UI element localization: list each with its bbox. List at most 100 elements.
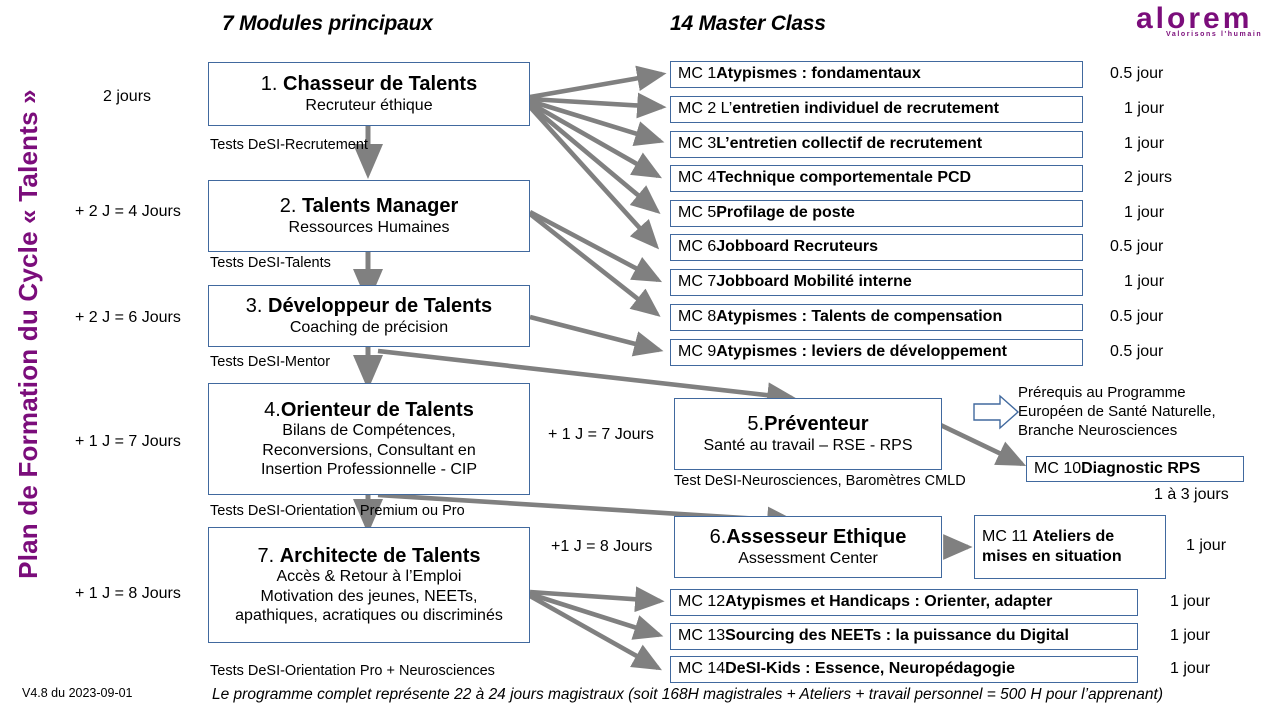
duration-mc7: 1 jour xyxy=(1124,273,1165,290)
module-7-title: 7. Architecte de Talents xyxy=(257,545,481,568)
duration-mc8: 0.5 jour xyxy=(1110,308,1164,325)
logo-tagline: Valorisons l'humain xyxy=(1166,31,1263,38)
module-1-subtitle: Recruteur éthique xyxy=(305,96,433,114)
logo-wordmark: alorem xyxy=(1136,2,1253,35)
test-label-orientation-premium: Tests DeSI-Orientation Premium ou Pro xyxy=(210,503,465,519)
days-label-module-5: + 1 J = 7 Jours xyxy=(548,426,654,443)
module-3-title: 3. Développeur de Talents xyxy=(245,295,493,318)
alorem-logo: alorem Valorisons l'humain xyxy=(1136,4,1276,46)
test-label-mentor: Tests DeSI-Mentor xyxy=(210,354,331,370)
mc6-title: Jobboard Recruteurs xyxy=(716,238,879,256)
mc1-title: Atypismes : fondamentaux xyxy=(716,65,921,83)
module-box-5[interactable]: 5.Préventeur Santé au travail – RSE - RP… xyxy=(674,398,942,470)
days-label-module-3: + 2 J = 6 Jours xyxy=(75,309,181,326)
mc3-title: L’entretien collectif de recrutement xyxy=(716,135,983,153)
test-label-recrutement: Tests DeSI-Recrutement xyxy=(210,137,368,153)
mc13-code: MC 13 xyxy=(678,627,726,645)
mc10-code: MC 10 xyxy=(1034,459,1082,477)
duration-mc4: 2 jours xyxy=(1124,169,1173,186)
duration-mc3: 1 jour xyxy=(1124,135,1165,152)
masterclass-box-mc8[interactable]: MC 8 Atypismes : Talents de compensation xyxy=(670,304,1083,331)
mc2-code: MC 2 L’ xyxy=(678,100,733,118)
test-label-talents: Tests DeSI-Talents xyxy=(210,255,331,271)
mc11-title: Ateliers de mises en situation xyxy=(982,528,1122,565)
mc4-title: Technique comportementale PCD xyxy=(716,169,972,187)
duration-mc12: 1 jour xyxy=(1170,593,1211,610)
module-box-7[interactable]: 7. Architecte de Talents Accès & Retour … xyxy=(208,527,530,643)
mc13-title: Sourcing des NEETs : la puissance du Dig… xyxy=(725,627,1069,645)
duration-mc11: 1 jour xyxy=(1186,537,1227,554)
duration-mc1: 0.5 jour xyxy=(1110,65,1164,82)
module-box-6[interactable]: 6.Assesseur Ethique Assessment Center xyxy=(674,516,942,578)
duration-mc10: 1 à 3 jours xyxy=(1154,486,1229,503)
masterclass-box-mc13[interactable]: MC 13 Sourcing des NEETs : la puissance … xyxy=(670,623,1138,650)
module-box-3[interactable]: 3. Développeur de Talents Coaching de pr… xyxy=(208,285,530,347)
masterclass-box-mc6[interactable]: MC 6 Jobboard Recruteurs xyxy=(670,234,1083,261)
masterclass-box-mc12[interactable]: MC 12 Atypismes et Handicaps : Orienter,… xyxy=(670,589,1138,616)
module-2-title: 2. Talents Manager xyxy=(279,195,459,218)
module-4-title: 4.Orienteur de Talents xyxy=(264,399,474,422)
days-label-module-7: + 1 J = 8 Jours xyxy=(75,585,181,602)
block-arrow-prerequisite xyxy=(973,394,1020,430)
duration-mc2: 1 jour xyxy=(1124,100,1165,117)
module-2-subtitle: Ressources Humaines xyxy=(288,218,450,236)
prerequisite-note: Prérequis au Programme Européen de Santé… xyxy=(1018,384,1216,440)
masterclass-box-mc11[interactable]: MC 11 Ateliers de mises en situation xyxy=(974,515,1166,579)
mc9-title: Atypismes : leviers de développement xyxy=(716,343,1008,361)
page-title-vertical: Plan de Formation du Cycle « Talents » xyxy=(12,89,43,579)
masterclass-box-mc2[interactable]: MC 2 L’entretien individuel de recruteme… xyxy=(670,96,1083,123)
header-modules: 7 Modules principaux xyxy=(222,12,433,35)
module-box-1[interactable]: 1. Chasseur de Talents Recruteur éthique xyxy=(208,62,530,126)
mc8-code: MC 8 xyxy=(678,308,717,326)
mc5-title: Profilage de poste xyxy=(716,204,855,222)
duration-mc13: 1 jour xyxy=(1170,627,1211,644)
module-1-title: 1. Chasseur de Talents xyxy=(260,73,478,96)
mc12-code: MC 12 xyxy=(678,593,726,611)
module-box-2[interactable]: 2. Talents Manager Ressources Humaines xyxy=(208,180,530,252)
mc5-code: MC 5 xyxy=(678,204,717,222)
masterclass-box-mc7[interactable]: MC 7 Jobboard Mobilité interne xyxy=(670,269,1083,296)
module-5-title: 5.Préventeur xyxy=(747,413,869,436)
days-label-module-2: + 2 J = 4 Jours xyxy=(75,203,181,220)
module-3-subtitle: Coaching de précision xyxy=(289,318,449,336)
duration-mc6: 0.5 jour xyxy=(1110,238,1164,255)
masterclass-box-mc14[interactable]: MC 14 DeSI-Kids : Essence, Neuropédagogi… xyxy=(670,656,1138,683)
masterclass-box-mc10[interactable]: MC 10 Diagnostic RPS xyxy=(1026,456,1244,482)
days-label-module-4: + 1 J = 7 Jours xyxy=(75,433,181,450)
mc6-code: MC 6 xyxy=(678,238,717,256)
duration-mc5: 1 jour xyxy=(1124,204,1165,221)
mc3-code: MC 3 xyxy=(678,135,717,153)
module-6-subtitle: Assessment Center xyxy=(738,549,878,567)
test-label-orientation-pro: Tests DeSI-Orientation Pro + Neuroscienc… xyxy=(210,663,495,679)
days-label-module-1: 2 jours xyxy=(103,88,152,105)
mc7-title: Jobboard Mobilité interne xyxy=(716,273,912,291)
mc8-title: Atypismes : Talents de compensation xyxy=(716,308,1003,326)
duration-mc14: 1 jour xyxy=(1170,660,1211,677)
mc14-title: DeSI-Kids : Essence, Neuropédagogie xyxy=(725,660,1015,678)
module-6-title: 6.Assesseur Ethique xyxy=(709,526,907,549)
days-label-module-6: +1 J = 8 Jours xyxy=(551,538,653,555)
masterclass-box-mc9[interactable]: MC 9 Atypismes : leviers de développemen… xyxy=(670,339,1083,366)
mc7-code: MC 7 xyxy=(678,273,717,291)
module-5-subtitle: Santé au travail – RSE - RPS xyxy=(703,436,913,454)
mc1-code: MC 1 xyxy=(678,65,717,83)
mc10-title: Diagnostic RPS xyxy=(1081,459,1201,477)
mc9-code: MC 9 xyxy=(678,343,717,361)
masterclass-box-mc5[interactable]: MC 5 Profilage de poste xyxy=(670,200,1083,227)
masterclass-box-mc3[interactable]: MC 3 L’entretien collectif de recrutemen… xyxy=(670,131,1083,158)
module-4-subtitle: Bilans de Compétences, Reconversions, Co… xyxy=(260,422,478,478)
module-box-4[interactable]: 4.Orienteur de Talents Bilans de Compéte… xyxy=(208,383,530,495)
masterclass-box-mc4[interactable]: MC 4 Technique comportementale PCD xyxy=(670,165,1083,192)
header-masterclass: 14 Master Class xyxy=(670,12,826,35)
test-label-neurosciences: Test DeSI-Neurosciences, Baromètres CMLD xyxy=(674,473,966,489)
module-7-subtitle: Accès & Retour à l’Emploi Motivation des… xyxy=(235,568,503,624)
mc11-code: MC 11 xyxy=(982,528,1033,545)
mc12-title: Atypismes et Handicaps : Orienter, adapt… xyxy=(725,593,1053,611)
duration-mc9: 0.5 jour xyxy=(1110,343,1164,360)
footer-note: Le programme complet représente 22 à 24 … xyxy=(212,686,1164,703)
mc4-code: MC 4 xyxy=(678,169,717,187)
mc14-code: MC 14 xyxy=(678,660,726,678)
version-label: V4.8 du 2023-09-01 xyxy=(22,686,133,700)
masterclass-box-mc1[interactable]: MC 1 Atypismes : fondamentaux xyxy=(670,61,1083,88)
